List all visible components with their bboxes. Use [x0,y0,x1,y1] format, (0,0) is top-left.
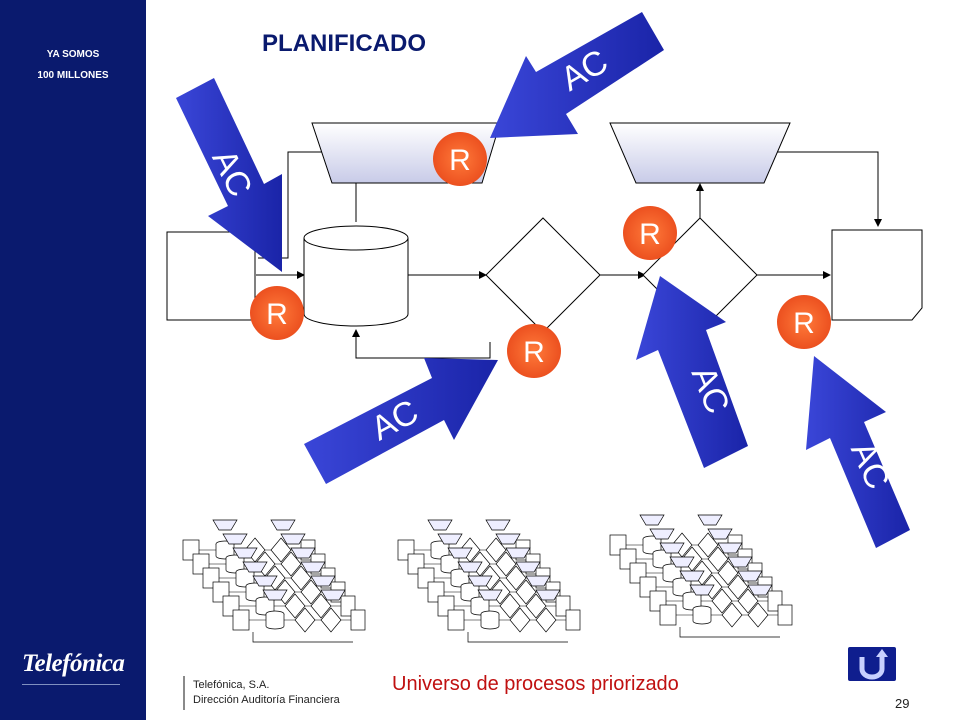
svg-text:R: R [266,298,288,331]
risk-marker-3: R [250,286,304,340]
footer-company: Telefónica, S.A. [193,679,270,691]
control-arrow-5: AC [806,356,910,548]
document-shape-input [166,231,256,321]
telefonica-logo: Telefónica [22,650,125,677]
control-arrow-2: AC [490,12,664,138]
manual-operation-shape-2 [609,122,791,184]
database-shape [303,225,409,327]
return-arrow-icon [859,649,888,680]
document-shape-output [831,229,923,321]
control-arrow-4: AC [636,276,748,468]
footer-divider [183,676,185,710]
control-arrow-3: AC [304,358,498,484]
slogan-line-1: YA SOMOS [46,49,100,60]
risk-marker-1: R [433,132,487,186]
slogan-line-2: 100 MILLONES [37,70,109,81]
risk-marker-5: R [777,295,831,349]
slide-title: PLANIFICADO [262,30,426,57]
process-thumbnail-1 [183,520,365,642]
svg-text:R: R [523,336,545,369]
process-universe-thumbnails [183,515,792,642]
page-number: 29 [895,696,910,711]
process-thumbnail-3 [610,515,792,637]
universe-caption: Universo de procesos priorizado [392,673,679,695]
process-thumbnail-2 [398,520,580,642]
risk-marker-4: R [507,324,561,378]
return-button[interactable] [848,647,896,681]
svg-text:R: R [449,144,471,177]
footer-department: Dirección Auditoría Financiera [193,694,340,706]
logo-underline [22,684,120,685]
svg-text:R: R [639,218,661,251]
svg-text:R: R [793,307,815,340]
decision-shape-1 [485,217,601,333]
sidebar: YA SOMOS 100 MILLONES Telefónica [0,0,146,720]
risk-marker-2: R [623,206,677,260]
